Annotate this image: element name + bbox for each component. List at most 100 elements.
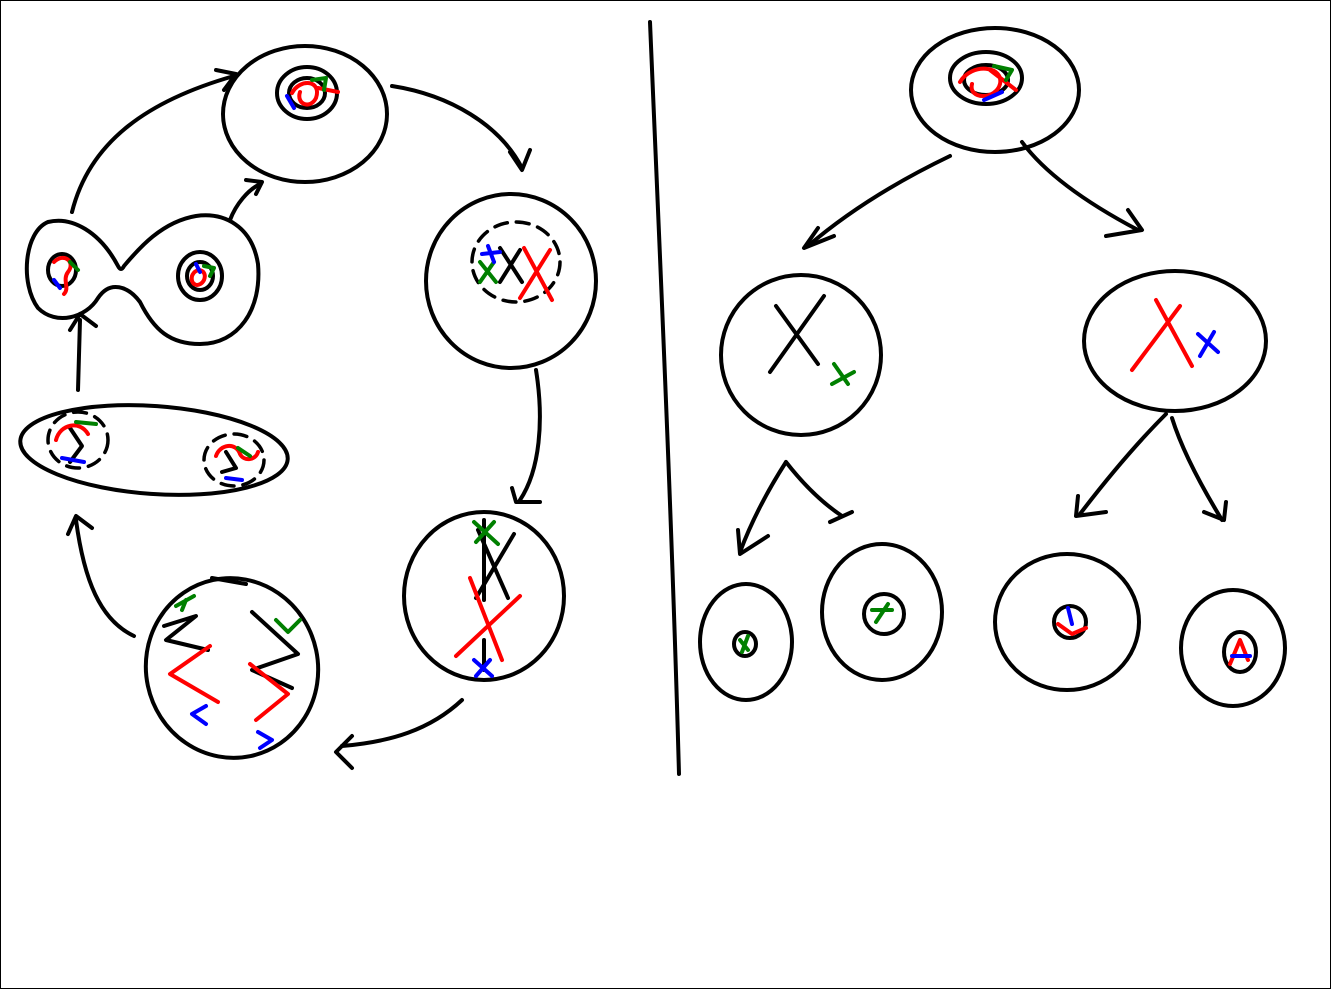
nucleus — [1222, 630, 1258, 674]
chromosome-black-left — [68, 426, 84, 464]
cell-membrane — [719, 273, 883, 437]
chromosome-green — [472, 520, 500, 546]
chromosome-blue — [982, 90, 1004, 102]
left-panel-mitosis — [18, 44, 598, 770]
arrowhead — [1202, 500, 1228, 522]
arrow-to-gamete-4 — [1170, 416, 1224, 522]
chromosome-green-right — [202, 264, 216, 278]
cell-gamete-3 — [993, 552, 1141, 692]
chromosome-blue-right — [224, 476, 244, 482]
chromosome-red-tail — [316, 86, 340, 94]
chromosome-red — [1228, 638, 1250, 666]
arrow-to-prophase — [390, 84, 524, 170]
chromosome-red-left — [54, 423, 90, 442]
chromosome-green-right — [236, 446, 252, 458]
chromosome-green — [310, 76, 328, 92]
cell-gamete-2 — [820, 542, 944, 682]
cell-membrane — [402, 510, 566, 682]
cell-membrane — [1179, 588, 1287, 708]
nucleus-inner — [287, 76, 327, 110]
chromosome-black-right — [220, 450, 238, 474]
nuclear-envelope-dashed — [470, 220, 562, 304]
arrow-to-metaphase — [518, 368, 542, 502]
arrowhead — [736, 528, 770, 556]
chromosome-green-left — [68, 260, 80, 272]
nuclear-envelope-right — [202, 432, 266, 488]
chromosome-red — [454, 576, 522, 662]
chromosome-red — [1056, 622, 1088, 636]
cell-membrane — [143, 576, 321, 760]
cell-parent — [909, 26, 1081, 154]
arrowhead — [802, 226, 836, 250]
chromosome-red — [290, 81, 319, 107]
chromosome-green — [478, 260, 498, 284]
cell-membrane — [424, 192, 598, 370]
arrow-to-gamete-3 — [1078, 412, 1168, 516]
cell-interphase-top — [221, 44, 389, 184]
nucleus — [1052, 604, 1088, 640]
cell-membrane — [698, 582, 794, 702]
arrow-right-daughter-to-top — [228, 182, 262, 222]
chromosome-green — [830, 362, 856, 386]
chromosome-green — [992, 64, 1014, 82]
chromosome-black-right — [250, 610, 300, 690]
chromosome-blue-right — [194, 262, 202, 274]
arrowhead — [508, 148, 532, 172]
nuclear-envelope-left — [46, 410, 110, 470]
arrow-to-daughter-right — [1020, 140, 1140, 232]
chromosome-green-left — [174, 594, 196, 612]
cell-membrane — [993, 552, 1141, 692]
chromosome-red-right — [189, 268, 207, 287]
nucleus — [862, 592, 906, 636]
chromosome-black — [498, 246, 524, 284]
arrow-to-cytokinesis — [76, 318, 82, 392]
cell-gamete-4 — [1179, 588, 1287, 708]
chromosome-red-left — [168, 644, 220, 704]
cell-membrane — [1082, 269, 1268, 413]
cell-meiosis1-right — [1082, 269, 1268, 413]
chromosome-red-right — [248, 662, 290, 722]
cell-membrane — [820, 542, 944, 682]
cell-membrane-pinching — [24, 213, 261, 346]
cell-gamete-1 — [698, 582, 794, 702]
chromosome-red — [958, 66, 1018, 98]
cell-metaphase — [402, 510, 566, 682]
chromosome-green — [870, 602, 894, 624]
arrowhead — [334, 734, 354, 770]
membrane-overdraw — [210, 576, 248, 586]
nucleus-outer — [275, 65, 339, 121]
chromosome-green — [738, 634, 750, 654]
chromosome-blue-left — [52, 278, 62, 290]
chromosome-blue — [472, 658, 494, 678]
cell-anaphase — [143, 576, 321, 760]
arrowhead — [244, 178, 264, 196]
panel-divider — [648, 20, 681, 776]
arrowhead — [1104, 208, 1144, 238]
chromosome-blue-left — [60, 456, 86, 464]
arrowhead — [1074, 494, 1108, 518]
chromosome-blue — [480, 244, 502, 264]
arrow-to-gamete-1 — [738, 460, 788, 554]
cell-membrane — [221, 44, 389, 184]
nucleus-right-inner — [185, 260, 215, 292]
chromosome-red-left — [52, 255, 73, 296]
arrowhead — [66, 514, 94, 536]
chromosome-black-left — [162, 614, 210, 652]
nucleus — [732, 630, 758, 658]
arrow-to-telophase — [74, 518, 136, 638]
chromosome-red — [1130, 298, 1194, 372]
cell-membrane — [909, 26, 1081, 154]
nucleus-right-outer — [176, 250, 224, 302]
arrowhead — [828, 510, 854, 524]
chromosome-blue — [1196, 330, 1220, 358]
right-panel-meiosis — [698, 26, 1287, 708]
chromosome-red — [518, 246, 554, 302]
arrow-to-daughter-left — [806, 154, 952, 248]
nucleus-outer — [948, 50, 1024, 106]
cell-membrane — [18, 403, 290, 497]
spindle-chromosome-black — [474, 518, 516, 672]
arrow-left-daughter-to-top — [70, 74, 236, 214]
chromosome-green-right — [274, 618, 302, 634]
arrowhead — [214, 68, 238, 92]
cell-cytokinesis — [24, 213, 261, 346]
